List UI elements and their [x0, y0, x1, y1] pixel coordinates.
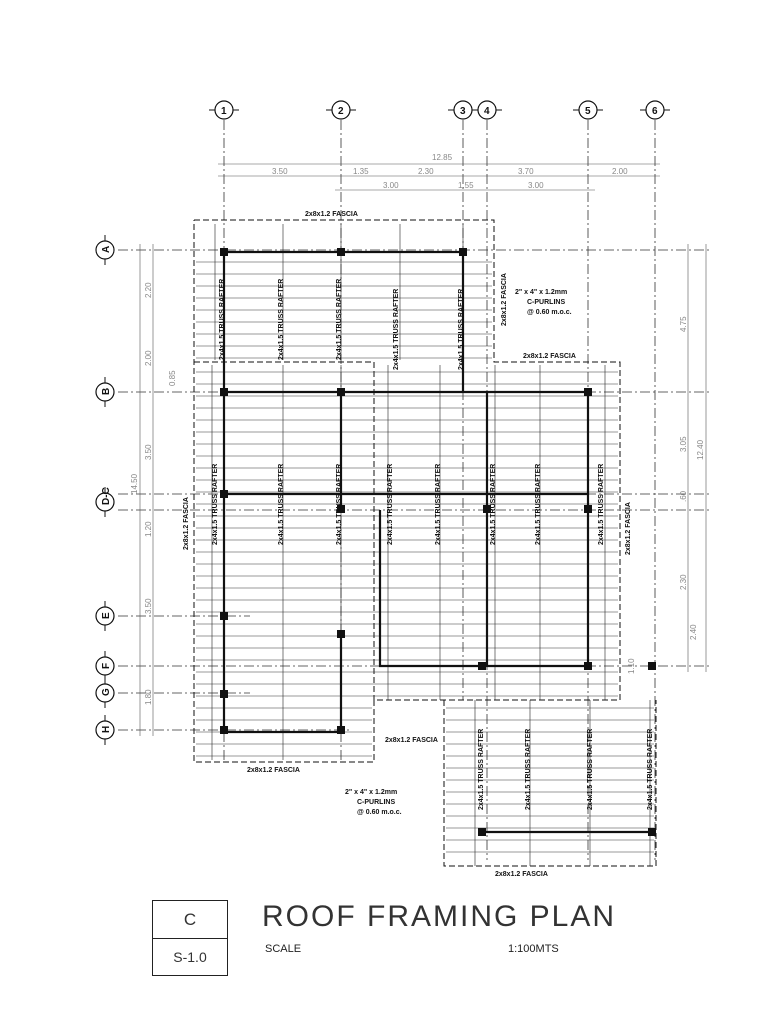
truss-rafter-label: 2x4x1.5 TRUSS RAFTER	[387, 464, 394, 545]
grid-column-label: 4	[484, 106, 490, 117]
truss-rafter-label: 2x4x1.5 TRUSS RAFTER	[587, 729, 594, 810]
truss-rafter-label: 2x4x1.5 TRUSS RAFTER	[435, 464, 442, 545]
dim-top-row2: 3.00	[383, 181, 399, 190]
truss-rafter-label: 2x4x1.5 TRUSS RAFTER	[219, 279, 226, 360]
dim-left-segment: 3.50	[144, 444, 153, 460]
grid-row-label: F	[101, 663, 112, 669]
dim-right-segment: .60	[679, 490, 688, 502]
scale-value: 1:100MTS	[508, 943, 559, 955]
truss-rafter-label: 2x4x1.5 TRUSS RAFTER	[647, 729, 654, 810]
dim-left-segment: 2.20	[144, 282, 153, 298]
fascia-label-vert-3: 2x8x1.2 FASCIA	[625, 502, 632, 555]
truss-rafter-label: 2x4x1.5 TRUSS RAFTER	[598, 464, 605, 545]
dim-right-segment: 3.05	[679, 436, 688, 452]
grid-row-H: H	[95, 715, 115, 745]
grid-column-label: 6	[652, 106, 658, 117]
purlin-note-line: C-PURLINS	[527, 299, 565, 306]
grid-column-label: 3	[460, 106, 466, 117]
grid-row-label: B	[101, 388, 112, 395]
purlin-note-line: @ 0.60 m.o.c.	[527, 309, 572, 316]
sheet-reference-box: C S-1.0	[152, 900, 228, 976]
dim-top-row2: 1.55	[458, 181, 474, 190]
fascia-label-vert-1: 2x8x1.2 FASCIA	[501, 273, 508, 326]
grid-column-2: 2	[326, 100, 356, 120]
dim-right-total: 12.40	[696, 439, 705, 460]
dim-left-segment: 1.80	[144, 689, 153, 705]
truss-rafter-label: 2x4x1.5 TRUSS RAFTER	[458, 289, 465, 370]
truss-rafter-label: 2x4x1.5 TRUSS RAFTER	[393, 289, 400, 370]
grid-row-label: A	[101, 246, 112, 253]
fascia-label-mid: 2x8x1.2 FASCIA	[523, 353, 576, 360]
grid-row-label: H	[101, 726, 112, 733]
fascia-label-lower: 2x8x1.2 FASCIA	[385, 737, 438, 744]
dim-top-row1: 2.00	[612, 167, 628, 176]
truss-rafter-label: 2x4x1.5 TRUSS RAFTER	[212, 464, 219, 545]
dim-top-row1: 2.30	[418, 167, 434, 176]
grid-row-D-C: D-C	[95, 487, 115, 517]
dim-top-row1: 3.50	[272, 167, 288, 176]
dim-left-segment: 0.85	[168, 370, 177, 386]
grid-column-4: 4	[472, 100, 502, 120]
dim-left-segment: 3.50	[144, 598, 153, 614]
grid-row-F: F	[95, 651, 115, 681]
dim-top-total: 12.85	[432, 153, 453, 162]
dim-right-segment: 1.10	[627, 658, 636, 674]
detail-reference: C	[153, 901, 227, 939]
scale-label: SCALE	[265, 943, 302, 955]
grid-row-E: E	[95, 601, 115, 631]
truss-rafter-label: 2x4x1.5 TRUSS RAFTER	[490, 464, 497, 545]
grid-row-G: G	[95, 678, 115, 708]
truss-rafter-label: 2x4x1.5 TRUSS RAFTER	[535, 464, 542, 545]
dim-top-row1: 1.35	[353, 167, 369, 176]
grid-row-A: A	[95, 235, 115, 265]
sheet-number: S-1.0	[173, 949, 207, 965]
grid-column-6: 6	[640, 100, 670, 120]
purlin-note-line: 2" x 4" x 1.2mm	[515, 289, 567, 296]
truss-rafter-label: 2x4x1.5 TRUSS RAFTER	[336, 464, 343, 545]
purlin-note-line: C-PURLINS	[357, 799, 395, 806]
grid-row-label: D-C	[101, 487, 112, 505]
grid-column-5: 5	[573, 100, 603, 120]
fascia-label-vert-2: 2x8x1.2 FASCIA	[183, 497, 190, 550]
dim-right-segment: 2.30	[679, 574, 688, 590]
purlin-note-line: 2" x 4" x 1.2mm	[345, 789, 397, 796]
fascia-label-top: 2x8x1.2 FASCIA	[305, 211, 358, 218]
truss-rafter-label: 2x4x1.5 TRUSS RAFTER	[478, 729, 485, 810]
dim-top-row2: 3.00	[528, 181, 544, 190]
grid-column-label: 1	[221, 106, 227, 117]
truss-rafter-label: 2x4x1.5 TRUSS RAFTER	[278, 464, 285, 545]
dim-right-segment: 4.75	[679, 316, 688, 332]
grid-column-label: 5	[585, 106, 591, 117]
truss-rafter-label: 2x4x1.5 TRUSS RAFTER	[336, 279, 343, 360]
drawing-title: ROOF FRAMING PLAN	[262, 900, 617, 933]
truss-rafter-label: 2x4x1.5 TRUSS RAFTER	[525, 729, 532, 810]
dim-top-row1: 3.70	[518, 167, 534, 176]
truss-rafter-label: 2x4x1.5 TRUSS RAFTER	[278, 279, 285, 360]
grid-row-B: B	[95, 377, 115, 407]
dim-left-total: 14.50	[130, 473, 139, 494]
purlin-note-line: @ 0.60 m.o.c.	[357, 809, 402, 816]
dim-left-segment: 2.00	[144, 350, 153, 366]
grid-column-label: 2	[338, 106, 344, 117]
grid-column-1: 1	[209, 100, 239, 120]
fascia-label-left-bottom: 2x8x1.2 FASCIA	[247, 767, 300, 774]
grid-row-label: E	[101, 612, 112, 619]
dim-left-segment: 1.20	[144, 521, 153, 537]
fascia-label-bottom: 2x8x1.2 FASCIA	[495, 871, 548, 878]
dim-right-segment: 2.40	[689, 624, 698, 640]
grid-row-label: G	[101, 688, 112, 696]
